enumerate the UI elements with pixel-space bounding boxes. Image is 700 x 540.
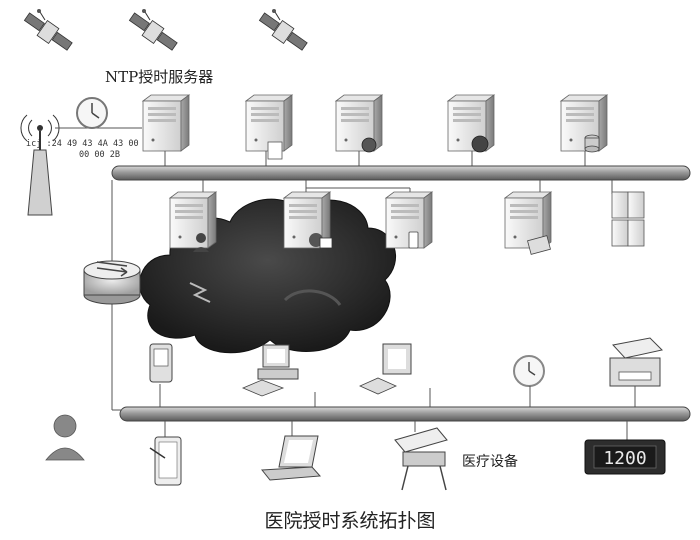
row3-connectors bbox=[159, 384, 636, 408]
pda-icon bbox=[149, 343, 173, 383]
satellite-icon bbox=[23, 8, 73, 51]
wall-clock-icon bbox=[513, 355, 545, 387]
server-globe-icon bbox=[447, 94, 495, 153]
digital-clock-icon bbox=[584, 439, 666, 475]
server-globe-icon bbox=[283, 191, 333, 249]
workstation-icon bbox=[359, 343, 412, 395]
printer-icon bbox=[609, 337, 664, 387]
database-server-icon bbox=[560, 94, 608, 153]
router-icon bbox=[83, 260, 141, 305]
server-doc-icon bbox=[245, 94, 293, 160]
server-mobile-icon bbox=[385, 191, 433, 249]
top-connectors bbox=[164, 151, 586, 167]
laptop-icon bbox=[261, 435, 322, 481]
digital-clock-display: 1200 bbox=[603, 448, 646, 469]
server-user-icon bbox=[169, 191, 217, 252]
server-card-icon bbox=[504, 191, 552, 255]
server-rack-icon bbox=[611, 191, 645, 247]
medical-device-icon bbox=[394, 427, 448, 491]
antenna-icon bbox=[20, 114, 60, 216]
signal-code-line2: 00 00 2B bbox=[79, 150, 120, 160]
tablet-icon bbox=[149, 436, 182, 486]
satellite-icon bbox=[128, 8, 178, 51]
diagram-title: 医院授时系统拓扑图 bbox=[264, 510, 435, 532]
satellite-icon bbox=[258, 8, 308, 51]
ntp-server-label: NTP授时服务器 bbox=[105, 68, 213, 86]
ntp-server-icon bbox=[142, 94, 190, 152]
row4-connectors bbox=[164, 421, 628, 441]
server-globe-icon bbox=[335, 94, 383, 153]
medical-equipment-label: 医疗设备 bbox=[462, 453, 518, 470]
clock-icon bbox=[76, 97, 108, 129]
signal-code-line1: icj :24 49 43 4A 43 00 0C 00 00 bbox=[26, 139, 185, 149]
backbone-bus-top bbox=[111, 165, 691, 181]
backbone-bus-bottom bbox=[119, 406, 691, 422]
user-icon bbox=[45, 414, 85, 461]
workstation-icon bbox=[241, 344, 299, 397]
